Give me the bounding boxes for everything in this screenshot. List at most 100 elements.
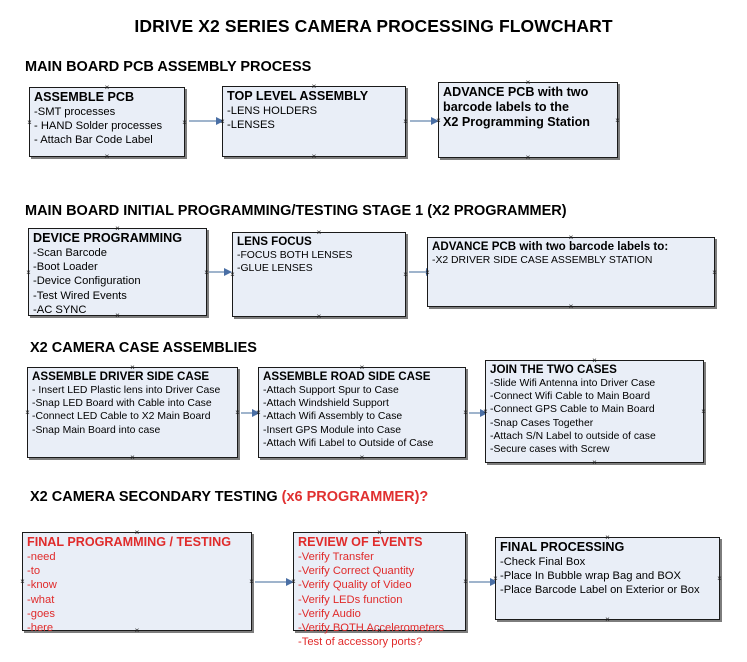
process-box-join-the-two-cases[interactable]: JOIN THE TWO CASES -Slide Wifi Antenna i…	[485, 360, 704, 463]
box-line: X2 Programming Station	[443, 115, 590, 129]
resize-handle-top[interactable]	[114, 225, 121, 232]
resize-handle-left[interactable]	[229, 271, 236, 278]
resize-handle-bottom[interactable]	[129, 454, 136, 461]
resize-handle-right[interactable]	[462, 409, 469, 416]
box-line: -Verify BOTH Accelerometers	[298, 622, 445, 635]
box-line-overflow: -Test of accessory ports?	[298, 636, 423, 649]
section-heading-x2-camera-case-assemblies: X2 CAMERA CASE ASSEMBLIES	[30, 340, 257, 356]
resize-handle-left[interactable]	[435, 117, 442, 124]
resize-handle-right[interactable]	[711, 269, 718, 276]
section-heading-x2-camera-secondary-testing: X2 CAMERA SECONDARY TESTING (x6 PROGRAMM…	[30, 489, 428, 505]
section-heading-accent: (x6 PROGRAMMER)?	[281, 489, 429, 505]
resize-handle-bottom[interactable]	[311, 153, 318, 160]
box-line: -Test Wired Events	[33, 289, 127, 302]
resize-handle-bottom[interactable]	[359, 454, 366, 461]
process-box-assemble-driver-side-case[interactable]: ASSEMBLE DRIVER SIDE CASE - Insert LED P…	[27, 367, 238, 458]
resize-handle-left[interactable]	[255, 409, 262, 416]
page-title: IDRIVE X2 SERIES CAMERA PROCESSING FLOWC…	[134, 16, 613, 36]
resize-handle-bottom[interactable]	[114, 312, 121, 319]
box-line: -what	[27, 593, 55, 606]
process-box-assemble-pcb[interactable]: ASSEMBLE PCB -SMT processes - HAND Solde…	[29, 87, 185, 157]
box-line: -Attach S/N Label to outside of case	[490, 430, 656, 442]
resize-handle-left[interactable]	[424, 269, 431, 276]
box-title: LENS FOCUS	[237, 235, 312, 248]
box-line: -Snap Cases Together	[490, 417, 594, 429]
box-line: - HAND Solder processes	[34, 120, 163, 133]
connector-review-of-events-to-final-processing[interactable]	[469, 577, 498, 586]
resize-handle-right[interactable]	[700, 408, 707, 415]
resize-handle-left[interactable]	[482, 408, 489, 415]
resize-handle-right[interactable]	[181, 119, 188, 126]
box-title: DEVICE PROGRAMMING	[33, 231, 183, 245]
box-title: ASSEMBLE DRIVER SIDE CASE	[32, 370, 210, 383]
resize-handle-top[interactable]	[525, 79, 532, 86]
box-title: FINAL PROCESSING	[500, 540, 625, 554]
connector-assemble-pcb-to-top-level-assembly[interactable]	[189, 116, 224, 125]
resize-handle-bottom[interactable]	[525, 154, 532, 161]
box-line: -Place Barcode Label on Exterior or Box	[500, 584, 700, 597]
resize-handle-right[interactable]	[462, 578, 469, 585]
resize-handle-right[interactable]	[402, 118, 409, 125]
resize-handle-left[interactable]	[492, 575, 499, 582]
connector-road-side-case-to-join-two-cases[interactable]	[469, 408, 488, 417]
resize-handle-top[interactable]	[376, 529, 383, 536]
resize-handle-top[interactable]	[311, 83, 318, 90]
connector-final-programming-to-review-of-events[interactable]	[255, 577, 294, 586]
resize-handle-left[interactable]	[219, 118, 226, 125]
box-line: -Connect GPS Cable to Main Board	[490, 404, 655, 416]
process-box-final-programming-testing[interactable]: FINAL PROGRAMMING / TESTING -need -to -k…	[19, 529, 255, 634]
resize-handle-right[interactable]	[614, 117, 621, 124]
section-heading-text: MAIN BOARD PCB ASSEMBLY PROCESS	[25, 59, 312, 75]
process-box-advance-pcb-to-x2-programming-station[interactable]: ADVANCE PCB with two barcode labels to t…	[438, 82, 618, 158]
resize-handle-left[interactable]	[24, 409, 31, 416]
box-line: -Snap Main Board into case	[32, 424, 161, 436]
resize-handle-bottom[interactable]	[104, 153, 111, 160]
box-line: barcode labels to the	[443, 100, 569, 114]
resize-handle-right[interactable]	[248, 578, 255, 585]
resize-handle-top[interactable]	[134, 529, 141, 536]
process-box-assemble-road-side-case[interactable]: ASSEMBLE ROAD SIDE CASE -Attach Support …	[258, 367, 466, 458]
resize-handle-left[interactable]	[290, 578, 297, 585]
box-line: -Attach Wifi Assembly to Case	[263, 411, 403, 423]
resize-handle-right[interactable]	[402, 271, 409, 278]
connector-device-programming-to-lens-focus[interactable]	[209, 267, 232, 276]
resize-handle-bottom[interactable]	[134, 627, 141, 634]
connector-driver-side-to-road-side-case[interactable]	[241, 408, 260, 417]
resize-handle-left[interactable]	[19, 578, 26, 585]
connector-top-level-assembly-to-advance-pcb[interactable]	[410, 116, 439, 125]
box-line: -LENS HOLDERS	[227, 105, 318, 117]
resize-handle-top[interactable]	[568, 234, 575, 241]
box-line: -Attach Windshield Support	[263, 398, 389, 410]
section-heading-text: X2 CAMERA CASE ASSEMBLIES	[30, 340, 257, 356]
box-line: -Check Final Box	[500, 556, 586, 568]
resize-handle-top[interactable]	[316, 229, 323, 236]
resize-handle-left[interactable]	[25, 269, 32, 276]
resize-handle-bottom[interactable]	[316, 313, 323, 320]
process-box-review-of-events[interactable]: REVIEW OF EVENTS -Verify Transfer -Verif…	[290, 529, 469, 648]
resize-handle-top[interactable]	[604, 534, 611, 541]
box-title: TOP LEVEL ASSEMBLY	[227, 89, 369, 103]
box-title: JOIN THE TWO CASES	[490, 363, 617, 376]
box-title: ASSEMBLE ROAD SIDE CASE	[263, 370, 431, 383]
resize-handle-bottom[interactable]	[568, 303, 575, 310]
box-line: -to	[27, 565, 41, 578]
resize-handle-left[interactable]	[26, 119, 33, 126]
resize-handle-right[interactable]	[234, 409, 241, 416]
box-line: -Snap LED Board with Cable into Case	[32, 398, 212, 410]
process-box-lens-focus[interactable]: LENS FOCUS -FOCUS BOTH LENSES -GLUE LENS…	[232, 232, 406, 317]
resize-handle-top[interactable]	[129, 364, 136, 371]
resize-handle-top[interactable]	[591, 357, 598, 364]
box-line: -X2 DRIVER SIDE CASE ASSEMBLY STATION	[432, 255, 653, 266]
resize-handle-right[interactable]	[716, 575, 723, 582]
process-box-device-programming[interactable]: DEVICE PROGRAMMING -Scan Barcode -Boot L…	[28, 228, 207, 316]
section-heading-text: MAIN BOARD INITIAL PROGRAMMING/TESTING S…	[25, 203, 567, 219]
process-box-top-level-assembly[interactable]: TOP LEVEL ASSEMBLY -LENS HOLDERS -LENSES	[222, 86, 406, 157]
resize-handle-top[interactable]	[359, 364, 366, 371]
resize-handle-bottom[interactable]	[604, 616, 611, 623]
process-box-advance-pcb-to-driver-side-case-station[interactable]: ADVANCE PCB with two barcode labels to: …	[427, 237, 715, 307]
resize-handle-bottom[interactable]	[591, 459, 598, 466]
process-box-final-processing[interactable]: FINAL PROCESSING -Check Final Box -Place…	[495, 537, 720, 620]
box-line: -Verify LEDs function	[298, 593, 403, 606]
resize-handle-bottom[interactable]	[376, 627, 383, 634]
resize-handle-top[interactable]	[104, 84, 111, 91]
